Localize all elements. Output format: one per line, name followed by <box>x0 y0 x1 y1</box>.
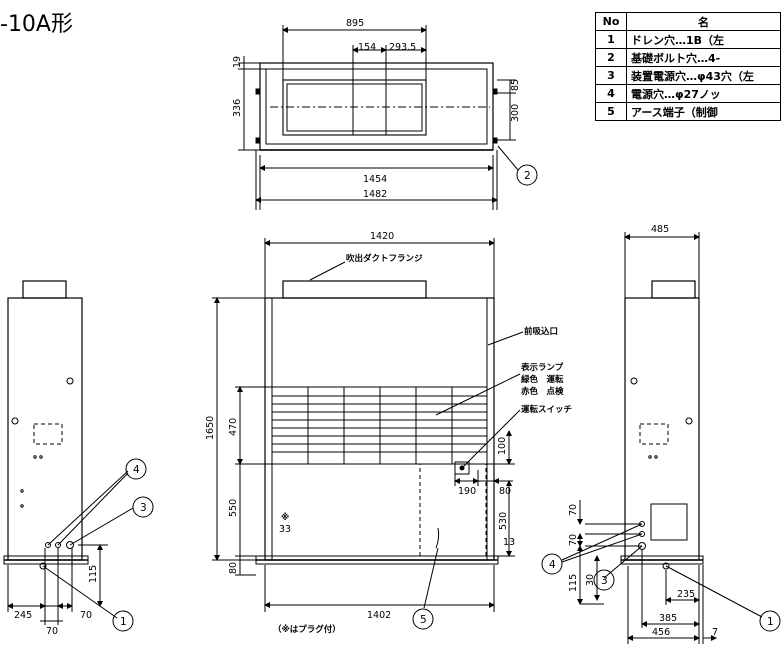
dim-right-115: 115 <box>568 574 579 592</box>
left-side-view <box>3 280 154 632</box>
dim-235: 235 <box>677 589 695 600</box>
dim-7: 7 <box>712 627 718 638</box>
dim-13: 13 <box>503 537 515 548</box>
dim-300: 300 <box>510 104 521 122</box>
dim-left-115: 115 <box>88 565 99 583</box>
callout-4-right-label: 4 <box>549 559 556 571</box>
dim-1420: 1420 <box>370 231 394 242</box>
header-no: No <box>594 12 628 31</box>
table-row: 5 アース端子（制御 <box>594 102 781 121</box>
dim-470: 470 <box>228 418 239 436</box>
dim-485: 485 <box>651 224 669 235</box>
row-name: 電源穴…φ27ノッ <box>626 84 781 103</box>
plug-note: （※はプラグ付） <box>273 624 341 635</box>
callout-3-right-label: 3 <box>601 575 608 587</box>
parts-table-header: No 名 <box>594 12 781 31</box>
front-grille <box>271 386 488 465</box>
run-switch-label: 運転スイッチ <box>521 404 572 415</box>
dim-left-245: 245 <box>14 610 32 621</box>
callout-2 <box>516 164 538 186</box>
lamp-red-label: 赤色 点検 <box>521 386 564 397</box>
dim-85: 85 <box>510 79 521 91</box>
dim-385: 385 <box>659 613 677 624</box>
dim-1454: 1454 <box>363 174 387 185</box>
dim-530: 530 <box>498 512 509 530</box>
callout-1-left <box>112 610 134 632</box>
duct-flange-label: 吹出ダクトフランジ <box>346 253 423 264</box>
lamp-green-label: 緑色 運転 <box>521 374 564 385</box>
top-view <box>238 25 538 210</box>
dim-19: 19 <box>232 56 243 68</box>
dim-456: 456 <box>652 627 670 638</box>
callout-5 <box>412 608 434 630</box>
dim-right-70b: 70 <box>568 534 579 546</box>
dim-80-side: 80 <box>499 486 511 497</box>
dim-right-70a: 70 <box>568 504 579 516</box>
dim-336: 336 <box>232 99 243 117</box>
dim-100: 100 <box>497 437 508 455</box>
dim-154: 154 <box>358 42 376 53</box>
callout-3-left <box>132 496 154 518</box>
dim-1402: 1402 <box>367 610 391 621</box>
table-row: 3 装置電源穴…φ43穴（左 <box>594 66 781 85</box>
dim-895: 895 <box>346 18 364 29</box>
dim-80-bottom: 80 <box>228 562 239 574</box>
dim-2935: 293.5 <box>389 42 416 53</box>
callout-4-left-label: 4 <box>133 464 140 476</box>
callout-1-right <box>759 610 781 632</box>
dim-right-30: 30 <box>585 574 596 586</box>
callout-3-left-label: 3 <box>140 502 147 514</box>
parts-table: No 名 1 ドレン穴…1B（左 2 基礎ボルト穴…4- 3 装置電源穴…φ43… <box>594 12 781 121</box>
dim-1650: 1650 <box>205 416 216 440</box>
dim-550: 550 <box>228 499 239 517</box>
row-name: アース端子（制御 <box>626 102 781 121</box>
dim-33: 33 <box>279 524 291 535</box>
right-side-view <box>541 232 781 644</box>
callout-2-label: 2 <box>524 170 531 182</box>
callout-1-left-label: 1 <box>120 616 127 628</box>
row-no: 5 <box>594 102 628 121</box>
callout-1-right-label: 1 <box>767 616 774 628</box>
front-view <box>212 238 524 630</box>
callout-5-label: 5 <box>420 614 427 626</box>
plug-mark: ※ <box>281 512 289 523</box>
front-inlet-label: 前吸込口 <box>524 326 558 337</box>
dim-left-70b: 70 <box>46 626 58 637</box>
dim-1482: 1482 <box>363 189 387 200</box>
dim-190: 190 <box>458 486 476 497</box>
callout-4-right <box>541 553 563 575</box>
indicator-lamp-label: 表示ランプ <box>520 362 564 373</box>
callout-4-left <box>125 458 147 480</box>
drawing-title: -10A形 <box>0 12 73 37</box>
row-name: 装置電源穴…φ43穴（左 <box>626 66 781 85</box>
dim-left-70a: 70 <box>80 610 92 621</box>
